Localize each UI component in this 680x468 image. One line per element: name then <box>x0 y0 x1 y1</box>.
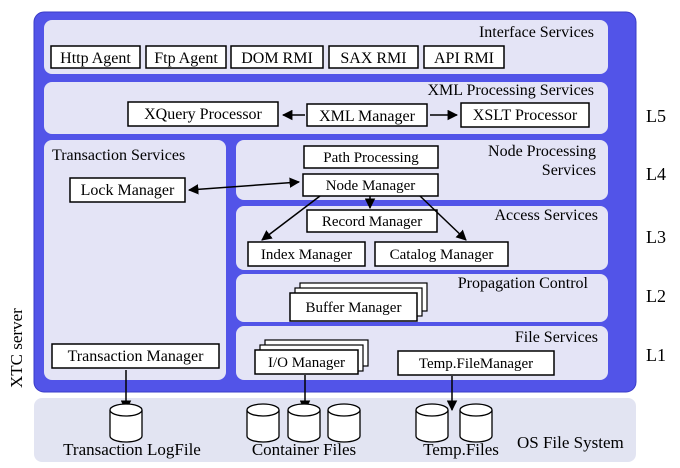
temp-disk-icon-1 <box>415 403 449 443</box>
transaction-manager-label: Transaction Manager <box>68 348 204 365</box>
layer-label-l2: L2 <box>646 286 666 306</box>
lock-manager-label: Lock Manager <box>81 182 175 199</box>
buffer-manager-stack: Buffer Manager <box>289 282 428 322</box>
dom-rmi-label: DOM RMI <box>241 50 313 67</box>
interface-item-ftp-agent: Ftp Agent <box>145 45 227 69</box>
interface-services-title: Interface Services <box>479 24 594 41</box>
access-services-title: Access Services <box>494 207 598 224</box>
transaction-manager-box: Transaction Manager <box>51 343 220 369</box>
interface-item-sax-rmi: SAX RMI <box>328 45 419 69</box>
api-rmi-label: API RMI <box>434 50 494 67</box>
catalog-manager-box: Catalog Manager <box>374 241 509 267</box>
temp-disk-icon-2 <box>459 403 493 443</box>
layer-label-l1: L1 <box>646 345 666 365</box>
temp-file-manager-label: Temp.FileManager <box>419 356 533 372</box>
transaction-logfile-label: Transaction LogFile <box>63 440 201 459</box>
container-disk-icon-1 <box>246 403 280 443</box>
catalog-manager-label: Catalog Manager <box>390 247 494 263</box>
interface-item-http-agent: Http Agent <box>50 45 141 69</box>
propagation-control-title: Propagation Control <box>458 275 589 292</box>
temp-file-manager-box: Temp.FileManager <box>397 350 555 376</box>
container-files-label: Container Files <box>252 440 356 459</box>
arrow-node-to-index <box>261 195 321 241</box>
transaction-services-title: Transaction Services <box>52 147 185 164</box>
transaction-log-disk-icon <box>109 403 143 443</box>
node-manager-label: Node Manager <box>326 178 416 194</box>
xslt-processor-box: XSLT Processor <box>460 102 590 128</box>
io-manager-label: I/O Manager <box>268 355 345 371</box>
file-services-title: File Services <box>515 329 598 346</box>
xslt-processor-label: XSLT Processor <box>473 107 578 124</box>
node-processing-title-1: Node Processing <box>488 143 596 160</box>
node-manager-box: Node Manager <box>302 173 439 197</box>
xtc-server-label: XTC server <box>7 308 26 388</box>
lock-manager-box: Lock Manager <box>69 177 186 203</box>
interface-item-api-rmi: API RMI <box>423 45 505 69</box>
layer-label-l4: L4 <box>646 164 666 184</box>
layer-label-l3: L3 <box>646 227 666 247</box>
path-processing-box: Path Processing <box>303 145 439 169</box>
interface-item-dom-rmi: DOM RMI <box>230 45 324 69</box>
container-disk-icon-3 <box>327 403 361 443</box>
os-file-system-label: OS File System <box>517 433 624 452</box>
node-processing-title-2: Services <box>542 162 596 179</box>
record-manager-box: Record Manager <box>306 209 438 233</box>
path-processing-label: Path Processing <box>323 150 419 166</box>
buffer-manager-label: Buffer Manager <box>306 300 402 316</box>
arrow-lock-node <box>187 177 301 195</box>
index-manager-box: Index Manager <box>247 241 366 267</box>
layer-label-l5: L5 <box>646 106 666 126</box>
io-manager-stack: I/O Manager <box>254 339 369 375</box>
xml-manager-label: XML Manager <box>319 108 415 125</box>
http-agent-label: Http Agent <box>60 50 131 67</box>
temp-files-label: Temp.Files <box>423 440 499 459</box>
index-manager-label: Index Manager <box>261 247 352 263</box>
xquery-processor-box: XQuery Processor <box>127 101 279 127</box>
arrow-node-to-catalog <box>419 195 467 241</box>
record-manager-label: Record Manager <box>322 214 422 230</box>
ftp-agent-label: Ftp Agent <box>154 50 218 67</box>
container-disk-icon-2 <box>287 403 321 443</box>
xml-processing-title: XML Processing Services <box>428 82 595 99</box>
xquery-processor-label: XQuery Processor <box>144 106 262 123</box>
sax-rmi-label: SAX RMI <box>340 50 406 67</box>
xml-manager-box: XML Manager <box>306 103 428 127</box>
